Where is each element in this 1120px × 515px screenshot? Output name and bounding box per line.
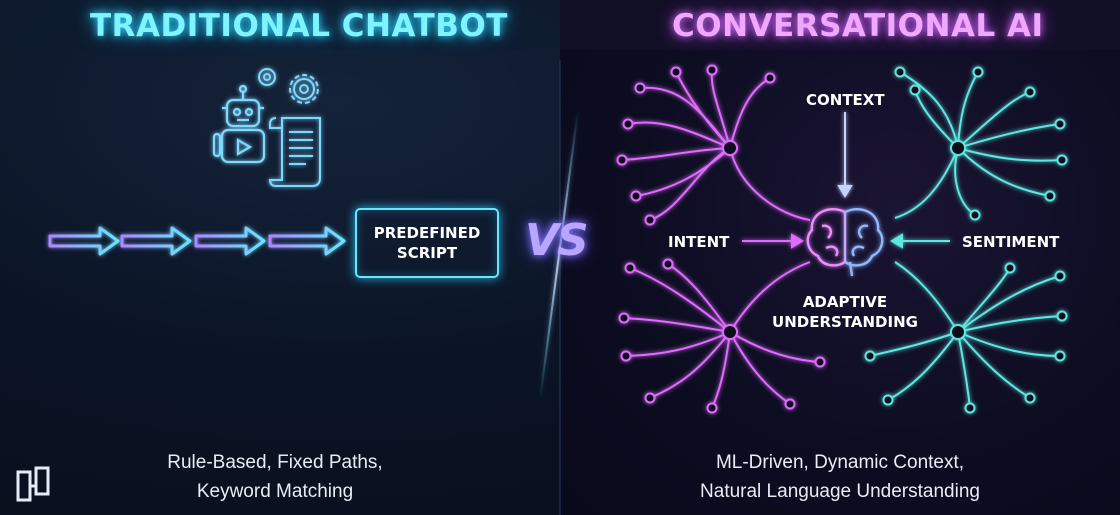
vs-label: VS	[525, 215, 589, 266]
robot-icon	[212, 84, 266, 164]
right-title: CONVERSATIONAL AI	[672, 8, 1044, 44]
right-panel-background	[560, 0, 1120, 515]
sentiment-label: SENTIMENT	[962, 233, 1060, 251]
right-caption-line1: ML-Driven, Dynamic Context,	[715, 452, 965, 473]
context-arrow	[837, 112, 853, 198]
right-caption: ML-Driven, Dynamic Context, Natural Lang…	[600, 448, 1080, 506]
script-box-line2: SCRIPT	[396, 244, 458, 262]
script-document-icon	[268, 117, 321, 187]
adaptive-understanding-label: ADAPTIVE UNDERSTANDING	[772, 293, 918, 331]
brain-icon	[806, 207, 884, 277]
neural-network-icon	[616, 64, 1068, 414]
sentiment-arrow	[890, 233, 950, 249]
right-caption-line2: Natural Language Understanding	[700, 481, 980, 502]
predefined-script-box: PREDEFINED SCRIPT	[355, 208, 499, 278]
divider-line	[539, 60, 579, 515]
intent-label: INTENT	[668, 233, 730, 251]
left-caption: Rule-Based, Fixed Paths, Keyword Matchin…	[60, 448, 490, 506]
left-caption-line2: Keyword Matching	[196, 481, 354, 502]
context-label: CONTEXT	[806, 91, 885, 109]
script-box-line1: PREDEFINED	[373, 224, 481, 242]
gears-icon	[258, 68, 319, 104]
left-caption-line1: Rule-Based, Fixed Paths,	[167, 452, 383, 473]
intent-arrow	[742, 233, 804, 249]
logo-icon	[16, 466, 50, 502]
left-title: TRADITIONAL CHATBOT	[90, 8, 508, 44]
arrow-icon	[48, 226, 346, 256]
